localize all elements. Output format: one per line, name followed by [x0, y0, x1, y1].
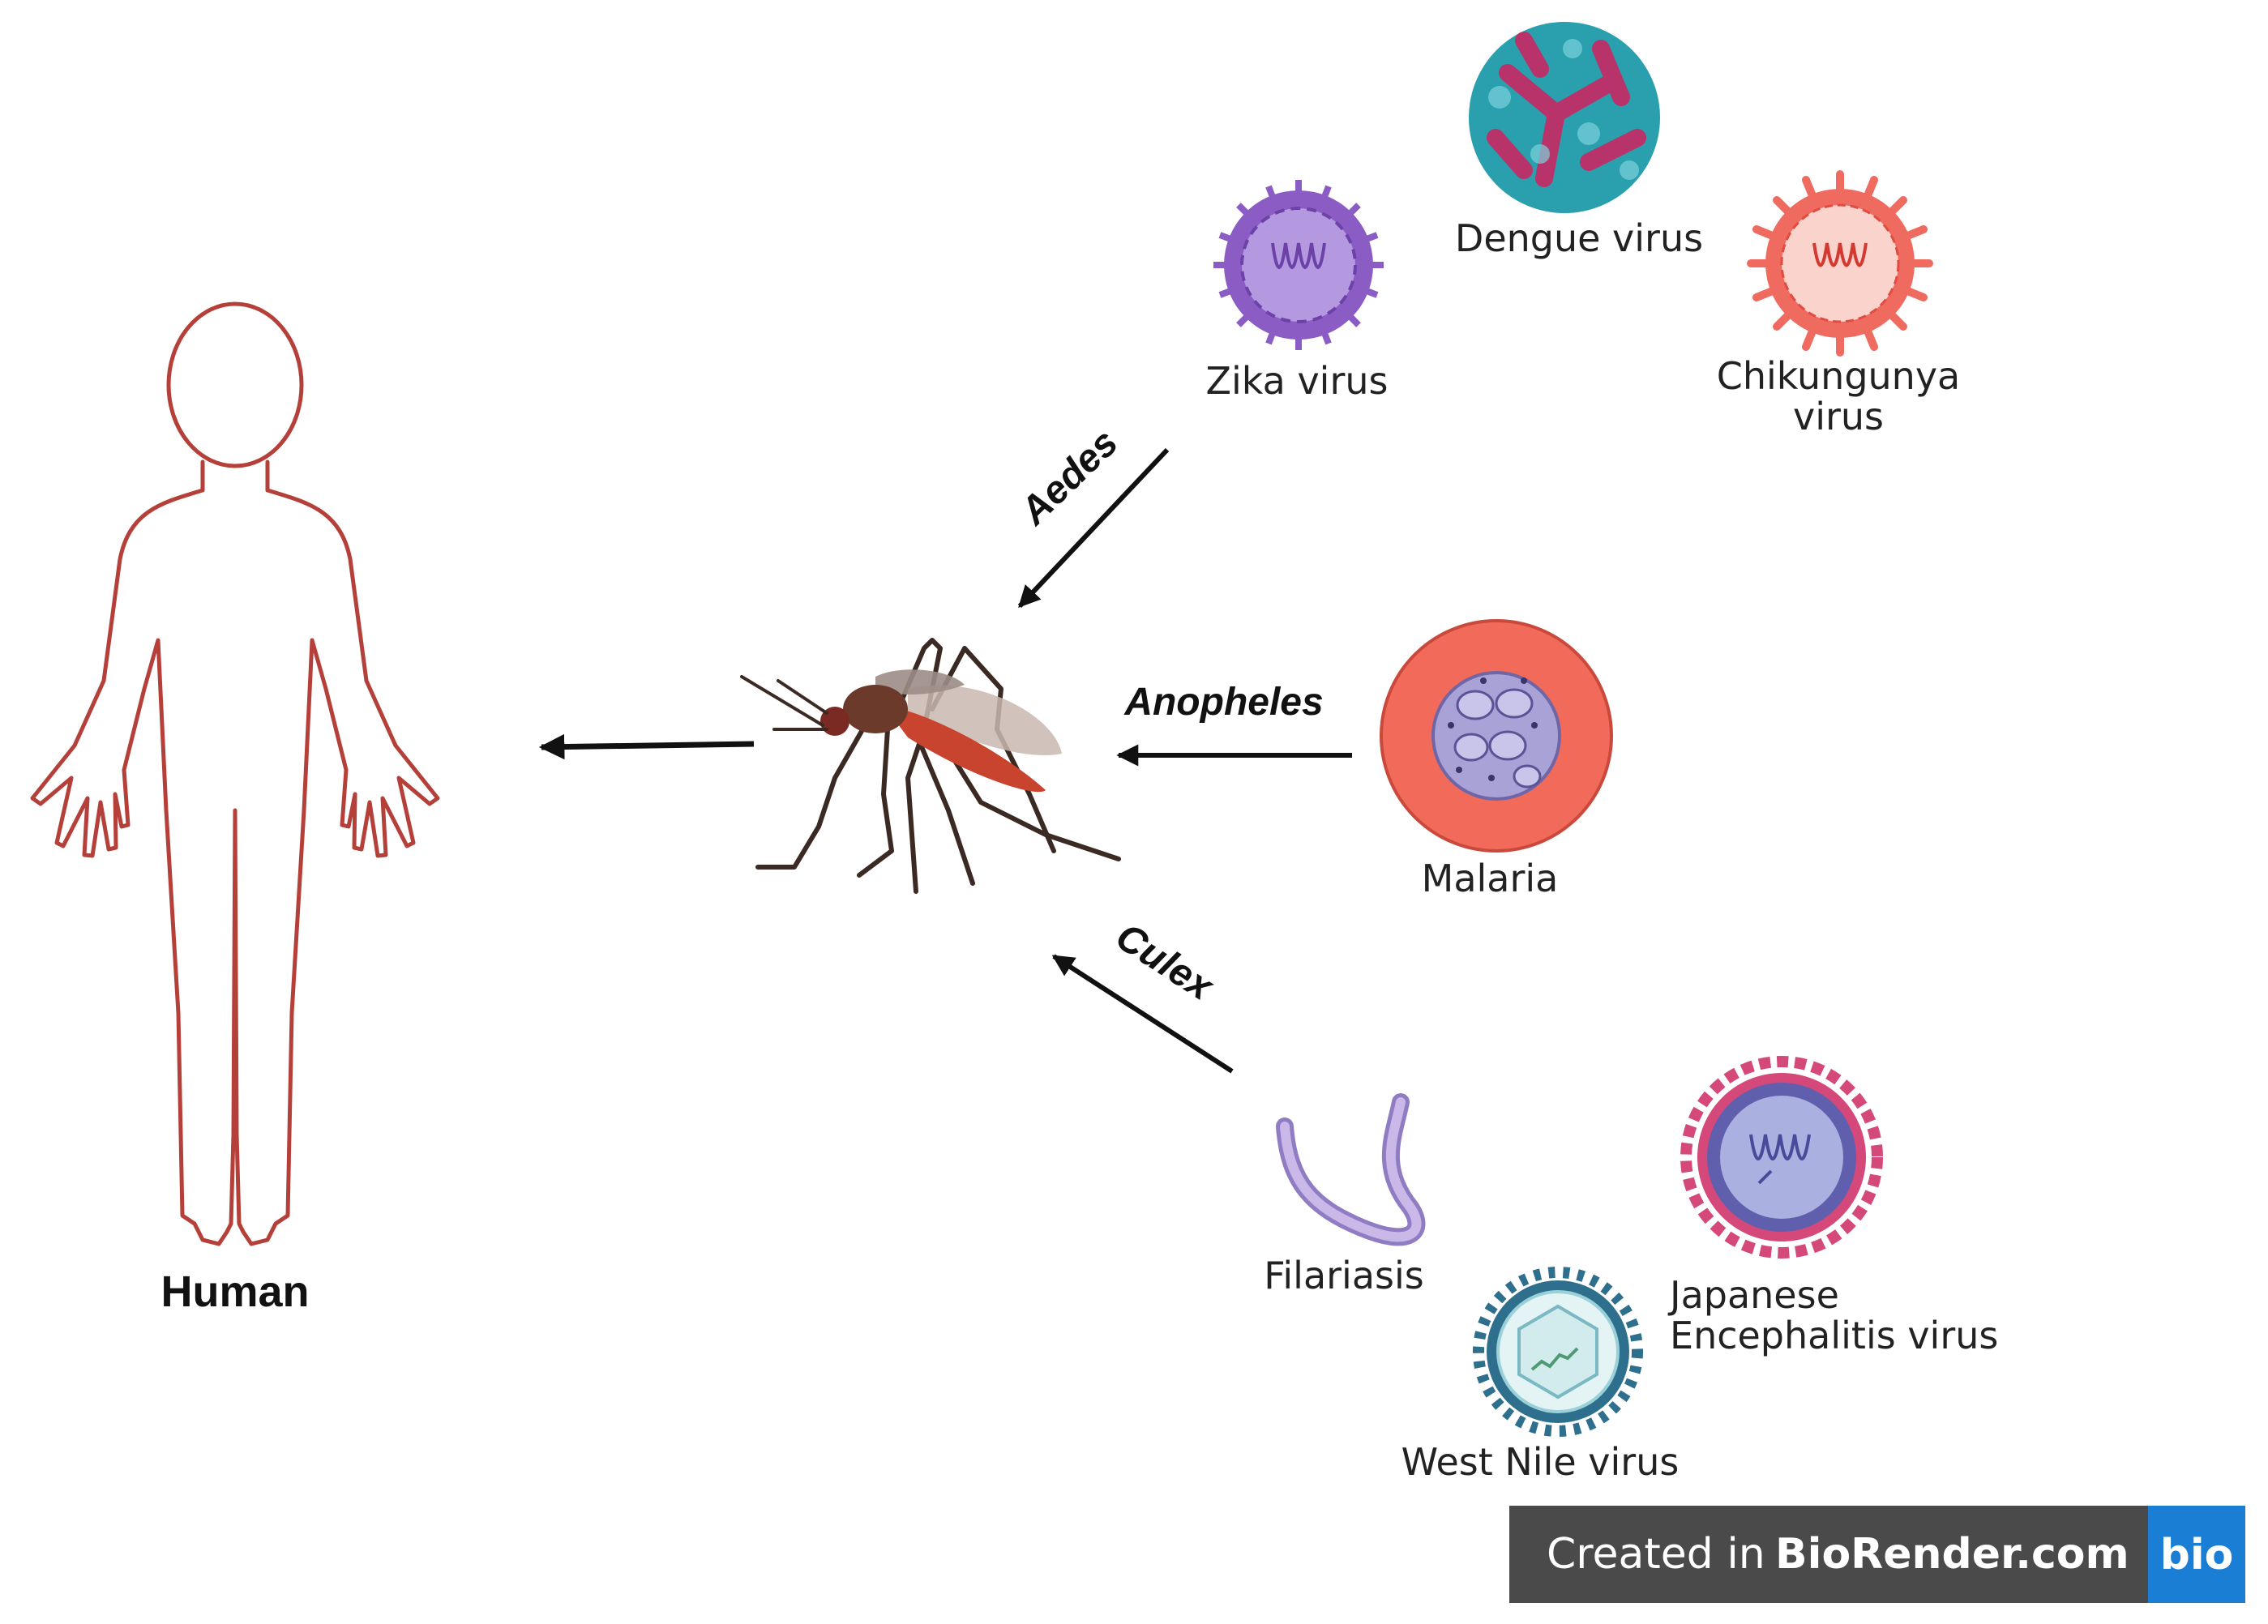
zika-label: Zika virus: [1206, 359, 1389, 403]
mosquito-to-human-arrow: [538, 733, 755, 760]
japanese-encephalitis-label-line1: Japanese: [1667, 1273, 1839, 1317]
chikungunya-virus-icon: [1747, 170, 1933, 357]
watermark-brand: BioRender.com: [1775, 1530, 2129, 1579]
dengue-label: Dengue virus: [1455, 216, 1703, 260]
biorender-watermark: Created in BioRender.com bio: [1509, 1506, 2245, 1603]
anopheles-label: Anopheles: [1123, 681, 1323, 724]
west-nile-label: West Nile virus: [1401, 1440, 1680, 1484]
watermark-created-in: Created in: [1547, 1530, 1765, 1579]
west-nile-virus-icon: [1473, 1267, 1643, 1437]
japanese-encephalitis-label-line2: Encephalitis virus: [1670, 1314, 1998, 1357]
chikungunya-label-line2: virus: [1793, 395, 1884, 438]
chikungunya-label-line1: Chikungunya: [1717, 354, 1961, 398]
human-label: Human: [160, 1267, 309, 1316]
malaria-parasite-icon: [1380, 619, 1613, 853]
japanese-encephalitis-virus-icon: [1680, 1056, 1883, 1259]
zika-virus-icon: [1213, 180, 1384, 350]
human-figure-icon: [30, 301, 440, 1246]
mosquito-icon: [740, 638, 1121, 894]
culex-arrow: [1051, 954, 1234, 1074]
culex-label: Culex: [1108, 915, 1222, 1010]
filariasis-label: Filariasis: [1264, 1254, 1423, 1297]
filaria-worm-icon: [1276, 1093, 1426, 1246]
aedes-arrow: [1017, 447, 1170, 609]
dengue-virus-icon: [1469, 22, 1660, 213]
biorender-logo-icon: bio: [2160, 1531, 2234, 1579]
malaria-label: Malaria: [1422, 857, 1559, 900]
aedes-label: Aedes: [1012, 421, 1126, 534]
